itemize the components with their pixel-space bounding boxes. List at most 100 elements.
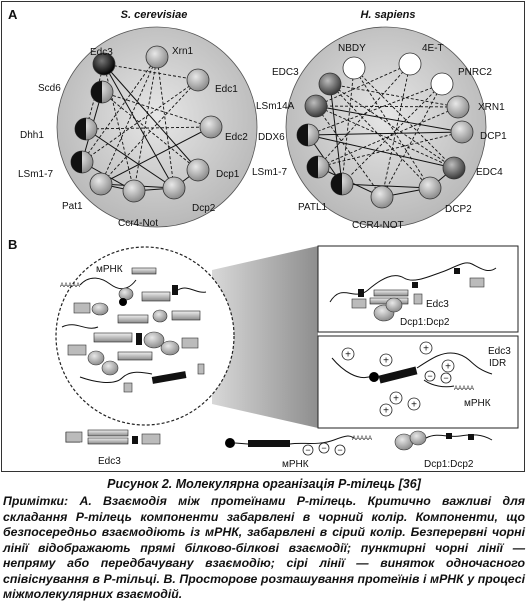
svg-text:+: + [393,394,399,405]
left-node-edc3 [92,52,116,76]
edge-indirect [315,105,455,169]
positive-charge-icon [419,341,433,355]
node-label-edc2: Edc2 [225,132,248,143]
edge-indirect [100,79,199,185]
svg-text:−: − [321,443,326,453]
node-label-xrn1: Xrn1 [172,46,194,57]
left-node-edc2 [199,115,223,139]
node-label-lsm14a: LSm14A [256,101,295,112]
node-label-dcp1-h: DCP1 [480,131,507,142]
edge-direct [341,183,431,189]
node-label-dhh1: Dhh1 [20,130,44,141]
edge-indirect [315,105,459,108]
edge-indirect [317,63,411,168]
legend-mrna-graphic: − − − [225,435,355,456]
svg-text:+: + [423,344,429,355]
svg-text:−: − [427,371,432,381]
node-label-dcp2: Dcp2 [192,203,216,214]
left-node-edc1 [186,68,210,92]
node-label-pnrc2: PNRC2 [458,67,492,78]
positive-charge-icon [341,347,355,361]
edge-indirect [315,63,411,107]
p-body-contents: мРНК AAAAA [60,264,207,393]
svg-text:+: + [345,350,351,361]
right-node-xrn1 [446,95,470,119]
right-node-dcp1 [450,120,474,144]
svg-text:−: − [337,445,342,455]
figure-notes: Примітки: А. Взаємодія між протеїнами Р-… [3,494,525,601]
node-label-edc1: Edc1 [215,84,238,95]
node-label-dcp1: Dcp1 [216,169,240,180]
edge-indirect [381,83,443,198]
edge-indirect [156,56,175,189]
node-label-4e-t: 4E-T [422,43,444,54]
positive-charge-icon [379,353,393,367]
edge-indirect [353,67,431,189]
right-node-lsm14a [304,94,328,118]
box2-polya-label: AAAAA [454,386,474,392]
node-label-nbdy: NBDY [338,43,366,54]
svg-text:+: + [411,400,417,411]
box2-edc3-label: Edc3 [488,346,511,357]
positive-charge-icon [379,403,393,417]
right-network-nodes [296,52,474,209]
edge-indirect [81,79,199,163]
svg-text:−: − [305,445,310,455]
node-label-xrn1-h: XRN1 [478,102,505,113]
box1-dcp-label: Dcp1:Dcp2 [400,317,450,328]
negative-charge-icon [424,370,436,382]
left-node-labels: Edc3 Xrn1 Edc1 Edc2 Dcp1 Dcp2 Ccr4-Not P… [18,46,248,229]
left-network-nodes [70,45,223,203]
positive-charge-icon [389,391,403,405]
figure-caption: Рисунок 2. Молекулярна організація Р-тіл… [107,477,421,491]
edge-indirect [81,56,158,163]
right-node-edc4 [442,156,466,180]
right-network-edges [307,63,463,198]
right-node-patl1 [330,172,354,196]
left-node-lsm1-7 [70,150,94,174]
negative-charge-icon [440,372,452,384]
svg-text:+: + [383,356,389,367]
right-node-nbdy [342,56,366,80]
legend-polya-label: AAAAA [352,436,372,442]
edge-direct [329,83,343,185]
svg-text:+: + [383,406,389,417]
edge-indirect [341,83,443,185]
right-node-edc3 [318,72,342,96]
node-label-lsm1-7: LSm1-7 [18,169,53,180]
node-label-ccr4-not: Ccr4-Not [118,218,158,229]
left-node-scd6 [90,80,114,104]
left-node-xrn1 [145,45,169,69]
node-label-lsm1-7-h: LSm1-7 [252,167,287,178]
left-node-dcp2 [162,176,186,200]
node-label-scd6: Scd6 [38,83,61,94]
positive-charge-icon [407,397,421,411]
left-node-dcp1 [186,158,210,182]
right-node-ddx6 [296,123,320,147]
svg-text:−: − [443,373,448,383]
box2-mrna-label: мРНК [464,398,491,409]
edge-direct [315,105,463,133]
edge-indirect [100,56,158,185]
zoom-box-top-contents: Edc3 Dcp1:Dcp2 [329,262,497,328]
legend-dcp-graphic [394,430,493,451]
title-h-sapiens: H. sapiens [360,9,415,21]
edge-indirect [317,106,459,168]
node-label-edc3: Edc3 [90,47,113,58]
legend-mrna-label: мРНК [282,459,309,470]
box2-idr-label: IDR [489,358,506,369]
right-node-dcp2 [418,176,442,200]
node-label-edc4: EDC4 [476,167,503,178]
left-node-pat1 [89,172,113,196]
node-label-edc3-h: EDC3 [272,67,299,78]
svg-text:+: + [445,362,451,373]
edge-indirect [329,83,431,189]
right-node-labels: NBDY 4E-T PNRC2 XRN1 DCP1 EDC4 DCP2 CCR4… [252,43,507,231]
box1-edc3-label: Edc3 [426,299,449,310]
right-node-lsm1-7 [306,155,330,179]
zoom-box-bottom-contents: AAAAA мРНК Edc3 IDR + + + + + + + − − [331,341,511,417]
circle-polya-label: AAAAA [60,283,80,289]
edge-indirect [101,91,212,128]
edge-indirect [103,63,199,81]
edge-indirect [85,126,212,130]
